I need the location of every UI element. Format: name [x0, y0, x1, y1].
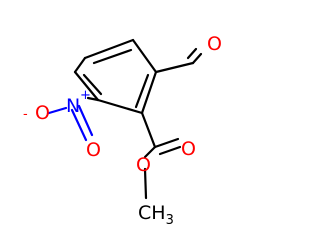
ring-double-bond — [82, 73, 103, 96]
nitro-single-bond — [47, 106, 68, 115]
ester-bond — [140, 111, 157, 149]
ring-bond — [131, 38, 158, 74]
nitro-plus-charge: + — [80, 88, 91, 103]
nitro-double-bond — [70, 108, 88, 142]
ester-carbonyl-oxygen-label: O — [181, 138, 196, 160]
molecule-drawing: O N + O - O O O CH3 — [23, 33, 222, 228]
aldehyde-bond — [154, 61, 195, 74]
aldehyde-double-bond — [186, 47, 198, 60]
bonds — [73, 38, 203, 200]
nitro-nitrogen-label: N — [66, 95, 80, 117]
ring-bond — [96, 98, 144, 115]
nitro-bonds — [47, 104, 94, 142]
methyl-bond — [143, 167, 148, 200]
nitro-oxygen-single-label: O — [35, 102, 50, 124]
ring-double-bond — [92, 48, 133, 65]
ester-single-bond — [143, 145, 157, 159]
nitro-double-bond — [77, 104, 94, 137]
aldehyde-oxygen-label: O — [207, 33, 222, 55]
ring-to-nitro-bond — [86, 96, 100, 102]
ring-bond — [73, 70, 100, 102]
ring-double-bond — [134, 73, 150, 109]
structure-diagram: O N + O - O O O CH3 — [23, 33, 222, 228]
aldehyde-double-bond — [191, 52, 203, 65]
nitro-minus-charge: - — [23, 107, 28, 122]
ester-double-bond — [158, 145, 182, 156]
methyl-carbon-text: CH — [138, 202, 166, 224]
ring-bond — [73, 56, 87, 74]
methyl-label: CH3 — [138, 202, 174, 228]
ester-oxygen-label: O — [136, 154, 151, 176]
ester-double-bond — [153, 137, 180, 149]
ring-bond — [83, 38, 135, 60]
nitro-oxygen-double-label: O — [86, 139, 101, 161]
methyl-subscript: 3 — [166, 213, 174, 228]
ring-bond — [140, 70, 158, 115]
